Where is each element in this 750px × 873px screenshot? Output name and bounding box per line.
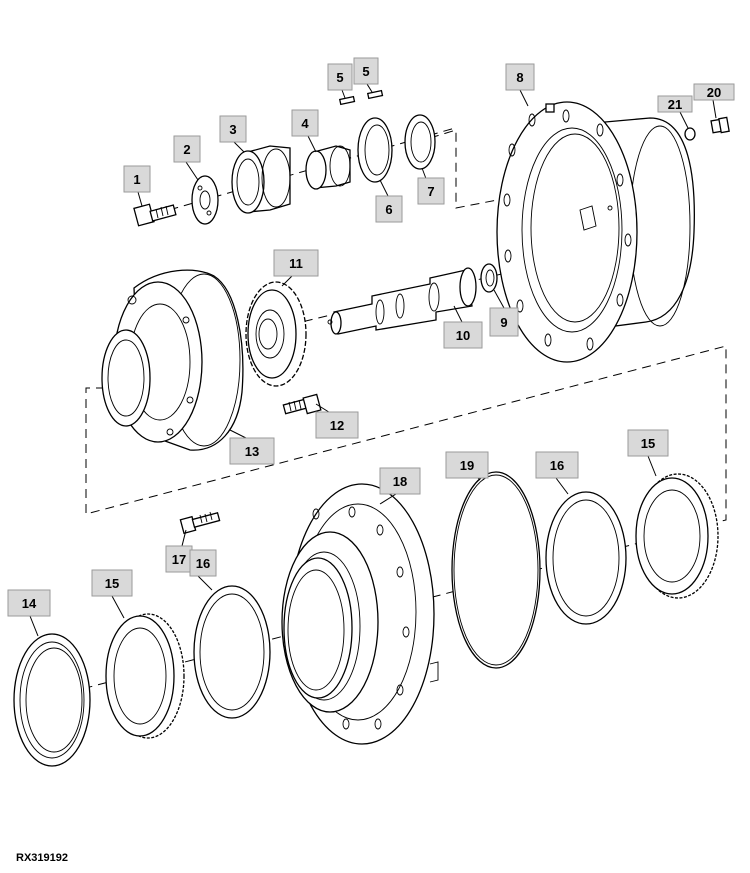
- callout-20: 20: [693, 83, 735, 101]
- part-4-sleeve: [305, 145, 351, 190]
- callout-12: 12: [315, 411, 359, 439]
- callout-2: 2: [173, 135, 201, 163]
- callout-18: 18: [379, 467, 421, 495]
- part-15-bearing-cone-lower: [105, 613, 185, 739]
- callout-9-label: 9: [500, 315, 507, 330]
- hub-bolt-holes: [312, 506, 410, 730]
- housing-bolt-holes: [503, 109, 632, 351]
- callout-21: 21: [657, 95, 693, 113]
- part-7-seal-ring: [404, 114, 436, 170]
- callout-5b: 5: [353, 57, 379, 85]
- part-2-washer: [191, 175, 219, 225]
- callout-3-label: 3: [229, 122, 236, 137]
- callout-11: 11: [273, 249, 319, 277]
- part-9-lock-washer: [480, 263, 498, 293]
- part-14-seal: [13, 633, 91, 767]
- callout-14-label: 14: [22, 596, 37, 611]
- part-13-carrier: [101, 269, 244, 451]
- callout-2-label: 2: [183, 142, 190, 157]
- callout-19-label: 19: [460, 458, 474, 473]
- part-5-pins: [338, 89, 384, 106]
- callout-18-label: 18: [393, 474, 407, 489]
- callout-5a-label: 5: [336, 70, 343, 85]
- callout-15a-label: 15: [105, 576, 119, 591]
- callout-14: 14: [7, 589, 51, 617]
- callout-10-label: 10: [456, 328, 470, 343]
- callout-8-label: 8: [516, 70, 523, 85]
- callout-7: 7: [417, 177, 445, 205]
- callout-15b-label: 15: [641, 436, 655, 451]
- callout-16a-label: 16: [196, 556, 210, 571]
- callout-13: 13: [229, 437, 275, 465]
- part-19-o-ring: [451, 471, 541, 669]
- callout-17: 17: [165, 545, 193, 573]
- part-16-bearing-cup-lower: [193, 585, 271, 719]
- part-18-hub: [281, 483, 439, 745]
- part-8-housing: [496, 101, 695, 363]
- callout-16a: 16: [189, 549, 217, 577]
- callout-4-label: 4: [301, 116, 309, 131]
- callout-7-label: 7: [427, 184, 434, 199]
- callout-17-label: 17: [172, 552, 186, 567]
- part-1-bolt: [133, 203, 177, 227]
- part-11-sprocket: [245, 281, 307, 387]
- callout-15a: 15: [91, 569, 133, 597]
- callout-6: 6: [375, 195, 403, 223]
- callout-1: 1: [123, 165, 151, 193]
- callout-13-label: 13: [245, 444, 259, 459]
- callout-6-label: 6: [385, 202, 392, 217]
- callout-1-label: 1: [133, 172, 140, 187]
- callout-10: 10: [443, 321, 483, 349]
- callout-20-label: 20: [707, 85, 721, 100]
- callout-3: 3: [219, 115, 247, 143]
- part-6-snap-ring: [357, 117, 393, 183]
- part-21-o-ring: [684, 127, 696, 141]
- part-12-bolt: [282, 393, 322, 415]
- callout-11-label: 11: [289, 256, 303, 271]
- part-20-plug: [710, 116, 730, 134]
- part-15-bearing-cone-upper: [635, 473, 719, 599]
- part-10-shaft: [327, 267, 477, 335]
- callout-5a: 5: [327, 63, 353, 91]
- callout-12-label: 12: [330, 418, 344, 433]
- callout-5b-label: 5: [362, 64, 369, 79]
- callout-4: 4: [291, 109, 319, 137]
- callout-9: 9: [489, 307, 519, 337]
- reference-code: RX319192: [16, 852, 68, 864]
- part-3-bearing: [231, 145, 291, 214]
- callout-8: 8: [505, 63, 535, 91]
- callout-19: 19: [445, 451, 489, 479]
- callout-16b-label: 16: [550, 458, 564, 473]
- callout-15b: 15: [627, 429, 669, 457]
- callout-16b: 16: [535, 451, 579, 479]
- callout-21-label: 21: [668, 97, 682, 112]
- part-17-bolt: [179, 511, 221, 535]
- part-16-bearing-cup-upper: [545, 491, 627, 625]
